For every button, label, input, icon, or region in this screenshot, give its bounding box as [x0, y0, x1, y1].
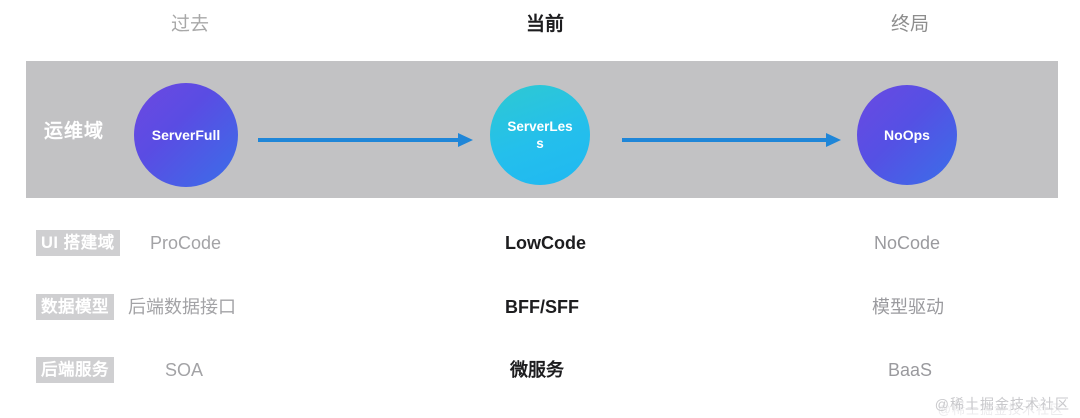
cell-backend-service-past: SOA: [165, 360, 204, 380]
arrow-right-icon-2: [622, 133, 841, 147]
node-serverless: ServerLess: [490, 85, 590, 185]
table-row: UI 搭建域 ProCode LowCode NoCode: [0, 230, 1080, 270]
column-header-final: 终局: [890, 14, 929, 35]
table-row: 数据模型 后端数据接口 BFF/SFF 模型驱动: [0, 294, 1080, 334]
node-noops-label: NoOps: [884, 126, 930, 143]
cell-data-model-final: 模型驱动: [872, 297, 944, 317]
cell-backend-service-final: BaaS: [888, 360, 933, 380]
arrow-head: [458, 133, 473, 147]
arrow-right-icon-1: [258, 133, 473, 147]
row-label-backend-service: 后端服务: [36, 357, 114, 383]
arrow-shaft: [622, 138, 827, 142]
table-row: 后端服务 SOA 微服务 BaaS: [0, 357, 1080, 397]
node-serverfull: ServerFull: [134, 83, 238, 187]
arrow-shaft: [258, 138, 459, 142]
row-label-ui-domain: UI 搭建域: [36, 230, 120, 256]
row-label-data-model: 数据模型: [36, 294, 114, 320]
cell-backend-service-current: 微服务: [510, 360, 564, 380]
node-serverless-label: ServerLess: [507, 119, 573, 151]
band-label-ops-domain: 运维域: [44, 121, 105, 142]
node-serverfull-label: ServerFull: [151, 126, 221, 143]
watermark-ghost: @稀土掘金技术社区: [937, 402, 1064, 417]
column-header-current: 当前: [525, 14, 564, 35]
cell-data-model-past: 后端数据接口: [128, 297, 236, 317]
cell-ui-domain-current: LowCode: [505, 233, 586, 253]
watermark: @稀土掘金技术社区: [934, 396, 1070, 412]
arrow-head: [826, 133, 841, 147]
cell-ui-domain-final: NoCode: [874, 233, 941, 253]
node-noops: NoOps: [857, 85, 957, 185]
column-header-past: 过去: [170, 14, 209, 35]
cell-data-model-current: BFF/SFF: [505, 297, 579, 317]
cell-ui-domain-past: ProCode: [150, 233, 222, 253]
